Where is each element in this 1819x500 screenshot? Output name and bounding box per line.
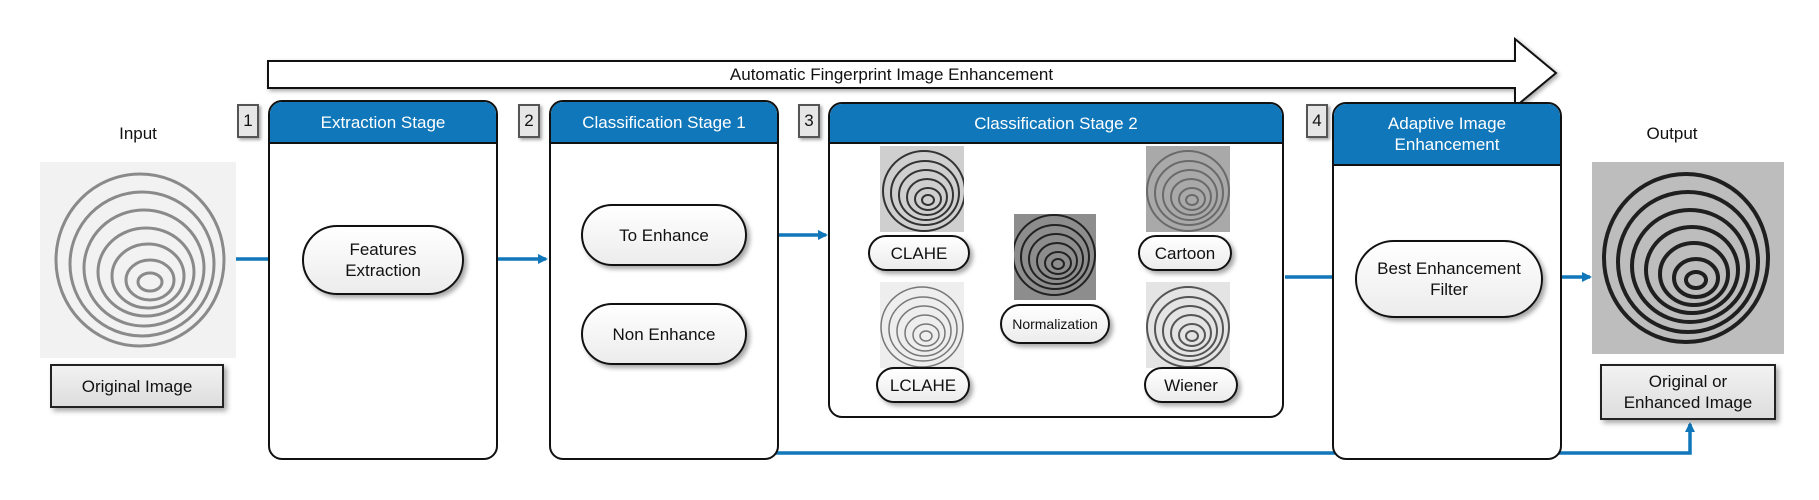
normalization-label: Normalization (1000, 304, 1110, 344)
to-enhance-node: To Enhance (581, 204, 747, 266)
fingerprint-icon (40, 162, 236, 358)
stage-number-2: 2 (518, 104, 540, 138)
original-image-caption: Original Image (50, 364, 224, 408)
features-extraction-node: Features Extraction (302, 225, 464, 295)
adaptive-header-line2: Enhancement (1394, 135, 1500, 154)
output-caption-line1: Original or (1648, 372, 1728, 391)
banner-arrow-shape (267, 36, 1558, 110)
fingerprint-icon (1146, 282, 1230, 368)
stage-number-3: 3 (798, 104, 820, 138)
fingerprint-icon (880, 282, 964, 368)
output-image-caption: Original or Enhanced Image (1600, 364, 1776, 420)
cartoon-thumbnail (1146, 146, 1230, 232)
wiener-label: Wiener (1144, 367, 1238, 403)
stage-number-1: 1 (237, 104, 259, 138)
extraction-stage-header: Extraction Stage (270, 102, 496, 144)
stage-number-4: 4 (1306, 104, 1328, 138)
clahe-label: CLAHE (868, 235, 970, 271)
best-filter-line2: Filter (1430, 280, 1468, 299)
banner-title: Automatic Fingerprint Image Enhancement (729, 65, 1054, 84)
adaptive-header-line1: Adaptive Image (1387, 114, 1507, 133)
fingerprint-icon (880, 146, 964, 232)
clahe-thumbnail (880, 146, 964, 232)
classification-stage-1-header: Classification Stage 1 (551, 102, 777, 144)
wiener-thumbnail (1146, 282, 1230, 368)
fingerprint-icon (1014, 214, 1096, 300)
original-fingerprint-image (40, 162, 236, 358)
output-fingerprint-image (1592, 162, 1784, 354)
best-filter-line1: Best Enhancement (1377, 259, 1521, 278)
fingerprint-icon (1592, 162, 1784, 354)
features-extraction-line2: Extraction (345, 261, 421, 280)
classification-stage-1-panel: Classification Stage 1 (549, 100, 779, 460)
best-enhancement-filter-node: Best Enhancement Filter (1355, 240, 1543, 318)
non-enhance-node: Non Enhance (581, 303, 747, 365)
classification-stage-2-header: Classification Stage 2 (830, 104, 1282, 144)
lclahe-label: LCLAHE (876, 367, 970, 403)
features-extraction-line1: Features (349, 240, 417, 259)
input-heading: Input (119, 124, 157, 143)
lclahe-thumbnail (880, 282, 964, 368)
normalization-thumbnail (1014, 214, 1096, 300)
output-heading: Output (1646, 124, 1698, 143)
output-caption-line2: Enhanced Image (1623, 393, 1753, 412)
fingerprint-icon (1146, 146, 1230, 232)
adaptive-enhancement-header: Adaptive Image Enhancement (1334, 104, 1560, 166)
cartoon-label: Cartoon (1138, 235, 1232, 271)
